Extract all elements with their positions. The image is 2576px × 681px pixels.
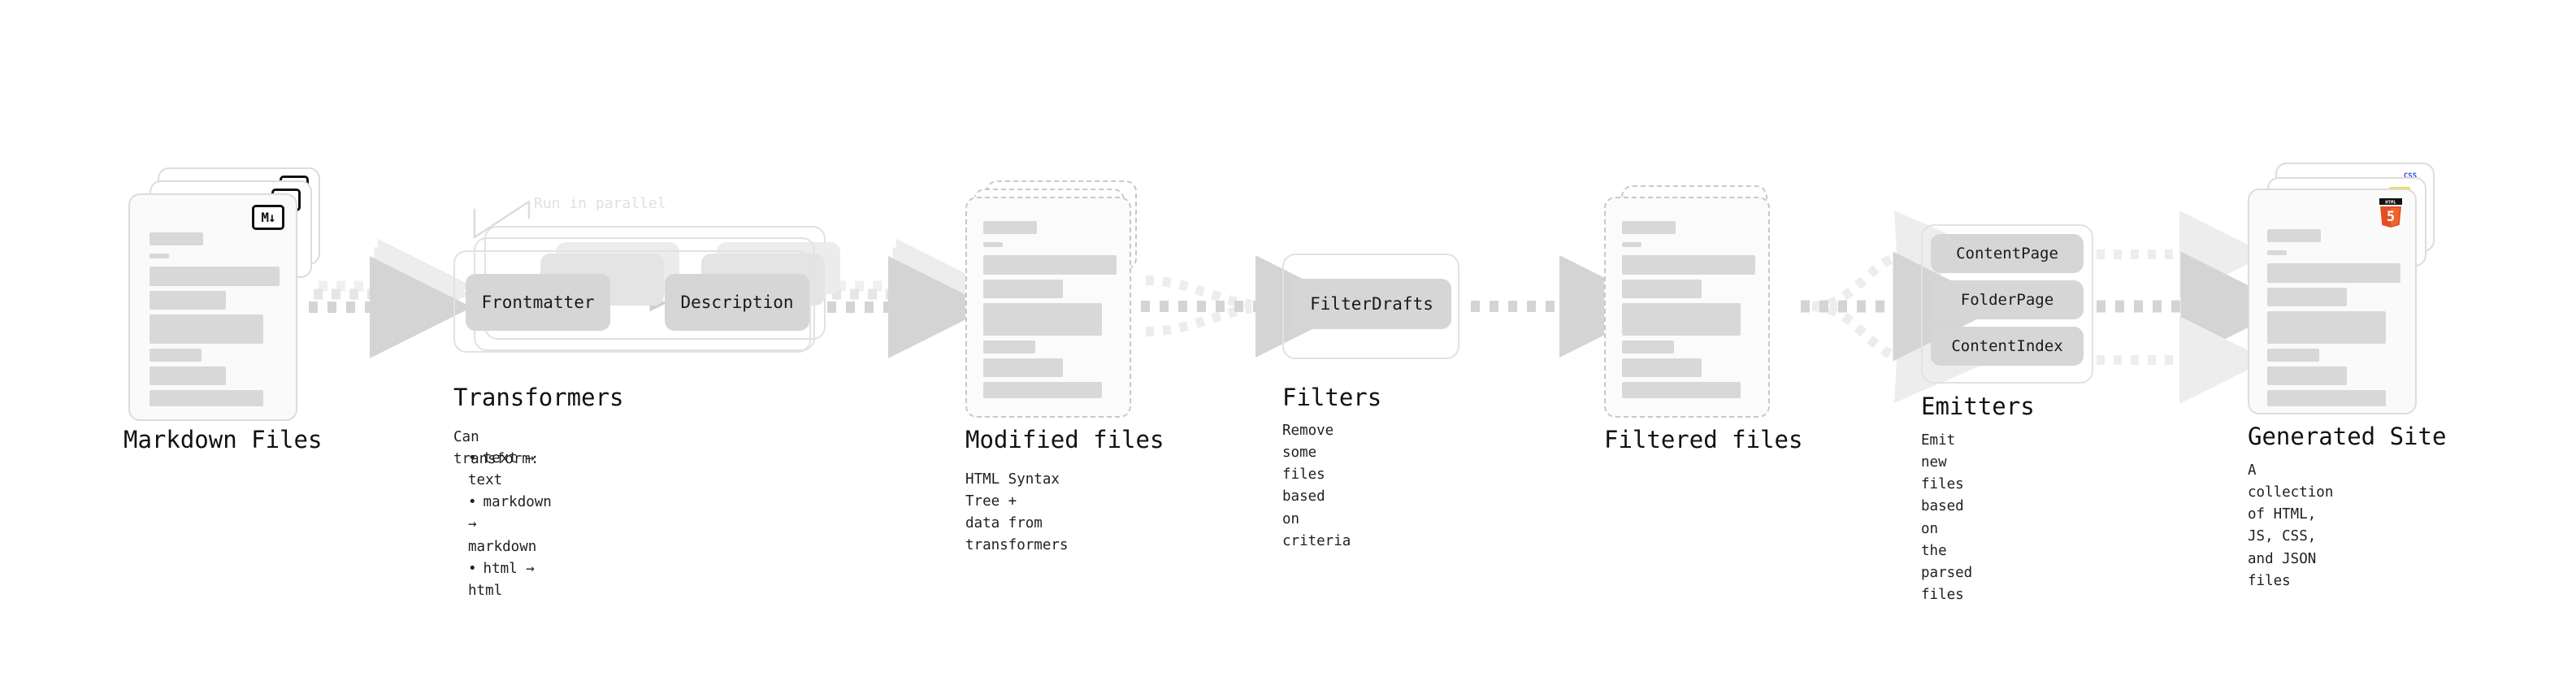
skeleton-line [2267,250,2287,255]
emitters-group-box [1921,224,2093,384]
filters-group-box [1282,254,1459,359]
modified-files-subtext: HTML Syntax Tree + data from transformer… [965,471,1069,554]
emitters-subtext: Emit new files based on the parsed files [1921,432,1973,603]
skeleton-line [983,280,1063,298]
skeleton-line [983,242,1003,247]
skeleton-line [1622,303,1741,336]
connector-markdown-to-transformers [309,238,473,358]
skeleton-line [983,382,1102,398]
skeleton-line [1622,255,1755,275]
connector-modified-to-filters [1141,255,1358,358]
svg-text:HTML: HTML [2385,200,2396,205]
skeleton-line [1622,340,1674,354]
skeleton-line [150,254,169,258]
skeleton-line [983,255,1117,275]
skeleton-line [983,221,1037,234]
skeleton-line [2267,288,2347,306]
emitter-pill-contentindex[interactable]: ContentIndex [1931,327,2084,366]
stage-heading-markdown-files: Markdown Files [124,426,323,453]
stage-heading-transformers: Transformers [453,384,624,411]
skeleton-line [2267,263,2400,283]
skeleton-line [2267,390,2386,406]
skeleton-line [150,267,280,286]
modified-card-front [965,197,1131,418]
stage-heading-filtered-files: Filtered files [1604,426,1803,453]
skeleton-line [1622,382,1741,398]
skeleton-line [150,291,226,310]
run-in-parallel-label: Run in parallel [534,195,666,212]
filtered-card-front [1604,197,1770,418]
filter-pill-filterdrafts[interactable]: FilterDrafts [1292,279,1451,329]
connector-emitters-to-site [2097,210,2291,404]
site-card-front: HTML 5 [2248,189,2417,414]
emitter-pill-folderpage[interactable]: FolderPage [1931,280,2084,319]
skeleton-line [2267,311,2386,344]
transformer-pill-description[interactable]: Description [665,274,809,331]
skeleton-line [1622,358,1702,377]
list-item: markdown → markdown [468,492,552,557]
skeleton-line [150,232,203,245]
skeleton-line [150,367,226,385]
stage-heading-filters: Filters [1282,384,1382,411]
skeleton-line [1622,242,1641,247]
skeleton-line [150,314,263,344]
filters-subtext: Remove some files based on criteria [1282,423,1351,549]
skeleton-line [983,303,1102,336]
skeleton-line [2267,349,2319,362]
skeleton-line [983,358,1063,377]
transformers-capability-list: text → text markdown → markdown html → h… [453,448,552,602]
connector-transformers-to-modified [827,238,991,358]
skeleton-line [1622,280,1702,298]
skeleton-line [150,390,263,406]
stage-heading-generated-site: Generated Site [2248,423,2447,450]
stage-heading-emitters: Emitters [1921,393,2035,420]
list-item: html → html [468,558,552,602]
skeleton-line [2267,367,2347,385]
stage-heading-modified-files: Modified files [965,426,1164,453]
html5-icon: HTML 5 [2378,198,2404,228]
markdown-card-front: M↓ [128,193,297,421]
list-item: text → text [468,448,552,492]
connector-filtered-to-emitters [1801,210,2003,403]
emitter-pill-contentpage[interactable]: ContentPage [1931,234,2084,273]
skeleton-line [2267,229,2321,242]
skeleton-line [983,340,1035,354]
svg-text:5: 5 [2387,209,2395,225]
skeleton-line [150,349,202,362]
generated-site-subtext: A collection of HTML, JS, CSS, and JSON … [2248,462,2334,589]
skeleton-line [1622,221,1676,234]
markdown-icon: M↓ [252,205,284,230]
transformer-pill-frontmatter[interactable]: Frontmatter [466,274,610,331]
